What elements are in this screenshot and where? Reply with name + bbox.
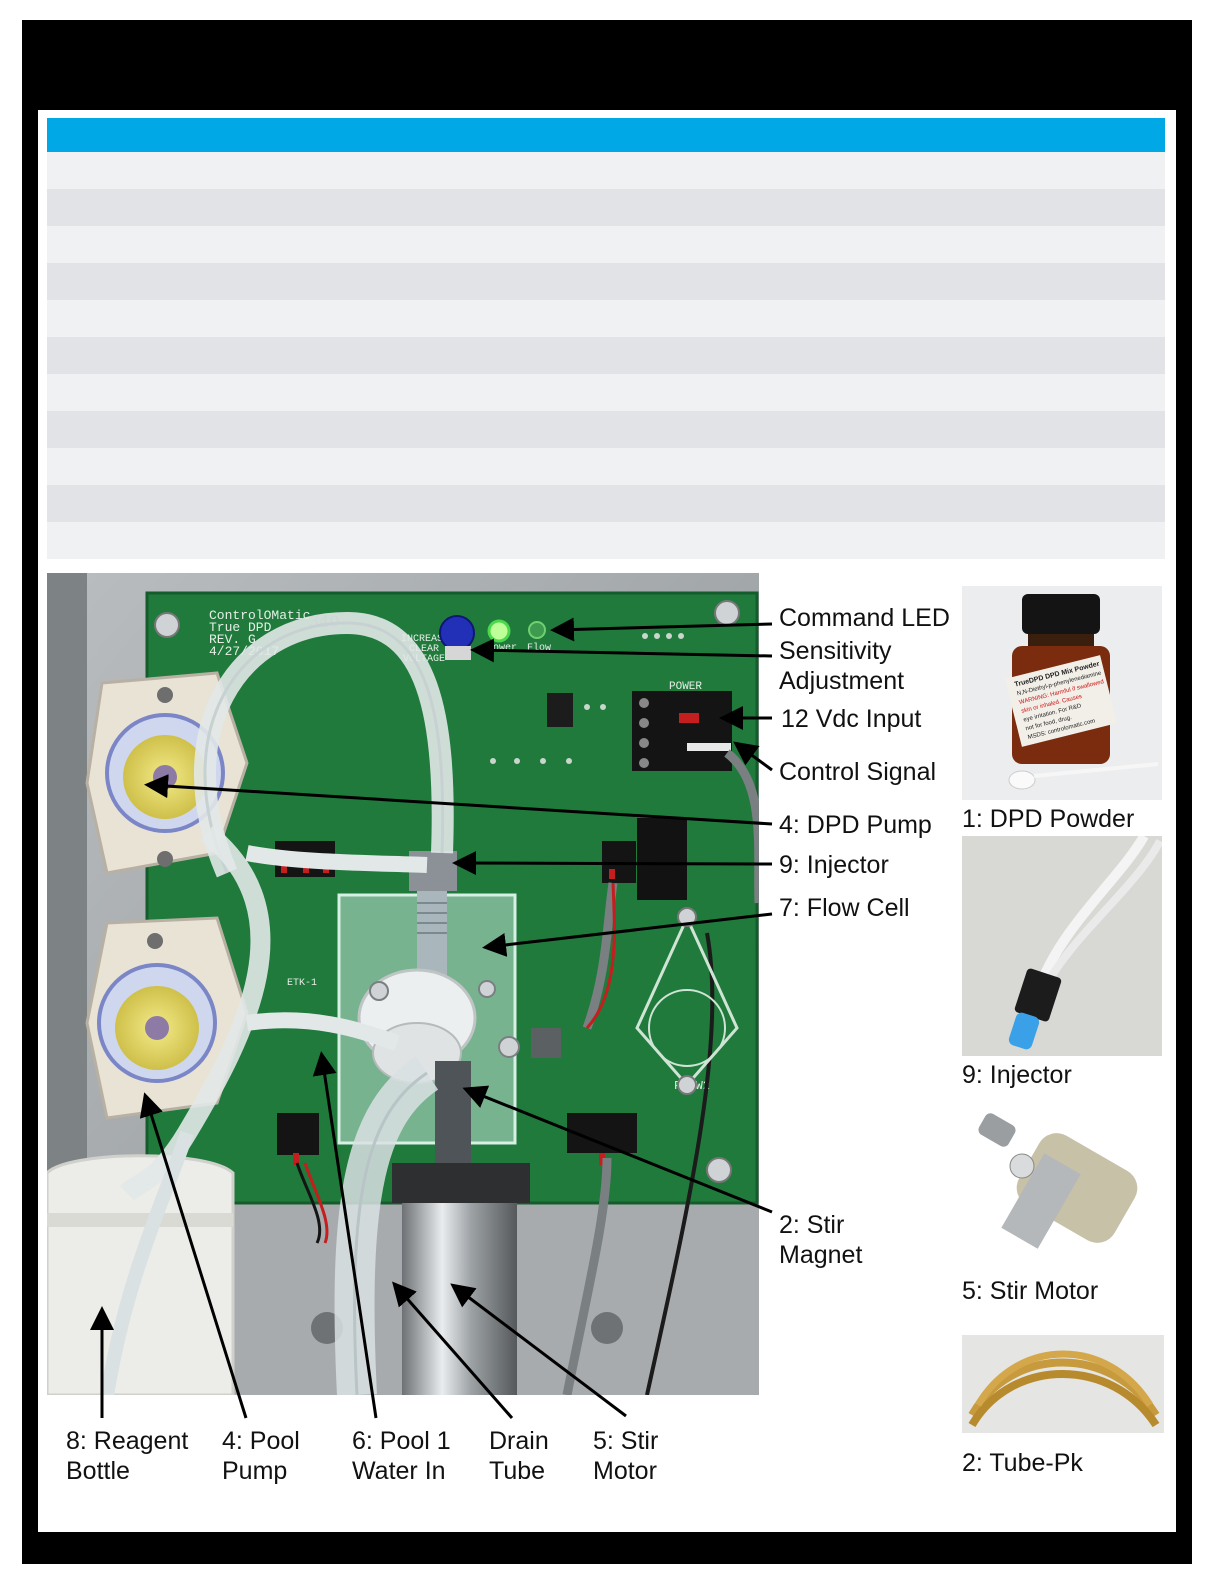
dpd-pump-callout: 4: DPD Pump <box>779 811 932 839</box>
command-led-callout: Command LED <box>779 604 950 632</box>
frame-right-band <box>1176 20 1192 1564</box>
sensitivity-callout: Sensitivity Adjustment <box>779 637 905 695</box>
spec-table-row <box>47 522 1165 559</box>
relay-block <box>637 818 687 900</box>
tube-pk-label: 2: Tube-Pk <box>962 1449 1083 1477</box>
reagent-bottle-callout: 8: Reagent Bottle <box>66 1427 189 1485</box>
spec-table-row <box>47 411 1165 448</box>
board-brand-line: True DPD <box>209 620 272 635</box>
spec-table-row <box>47 448 1165 485</box>
led-label-power: Power <box>487 643 517 654</box>
pool-water-callout: 6: Pool 1 Water In <box>352 1427 451 1485</box>
spec-table-row <box>47 226 1165 263</box>
spec-table <box>47 118 1165 559</box>
spec-table-row <box>47 300 1165 337</box>
spec-table-row <box>47 263 1165 300</box>
stir-motor-callout: 5: Stir Motor <box>593 1427 659 1485</box>
motor-shaft <box>978 1113 1016 1147</box>
voltage-label: CLEAR <box>409 644 439 655</box>
stir-magnet-callout: 2: Stir Magnet <box>779 1211 863 1269</box>
spec-table-row <box>47 374 1165 411</box>
spec-table-row <box>47 485 1165 522</box>
frame-left-band <box>22 20 38 1564</box>
led-label-flow: Flow <box>527 642 551 654</box>
injector-label: 9: Injector <box>962 1061 1072 1089</box>
measuring-spoon <box>1008 770 1036 790</box>
injector-tip <box>1008 1012 1040 1050</box>
analyzer-photo: ControlOMatic True DPD REV. G 4/27/2017 … <box>47 573 759 1395</box>
board-brand-line: ControlOMatic <box>209 608 310 623</box>
board-brand-line: REV. G <box>209 632 256 647</box>
stir-motor-photo <box>962 1108 1162 1268</box>
sensitivity-knob <box>439 615 475 651</box>
dpd-powder-label: 1: DPD Powder <box>962 805 1135 833</box>
frame-bottom-band <box>22 1532 1192 1564</box>
powder-bottle-cap <box>1022 594 1100 634</box>
etk-label: ETK-1 <box>287 978 317 989</box>
control-signal-callout: Control Signal <box>779 758 937 786</box>
tube-pk-photo <box>962 1335 1164 1433</box>
injector-body <box>1014 968 1062 1022</box>
dpd-powder-photo: TrueDPD DPD Mix Powder N,N-Diethyl-p-phe… <box>962 586 1162 800</box>
spec-table-row <box>47 337 1165 374</box>
spec-table-row <box>47 189 1165 226</box>
flow-led <box>528 621 546 639</box>
power-led <box>487 619 511 643</box>
spec-table-header <box>47 118 1165 152</box>
spec-table-row <box>47 152 1165 189</box>
stir-motor-label: 5: Stir Motor <box>962 1277 1099 1305</box>
drain-tube-callout: Drain Tube <box>489 1427 549 1485</box>
flow-cell-callout: 7: Flow Cell <box>779 894 910 922</box>
power-header-label: POWER <box>669 681 702 693</box>
stir-motor-body <box>402 1173 517 1395</box>
injector-callout: 9: Injector <box>779 851 889 879</box>
voltage-label: INCREASE <box>401 634 449 645</box>
pool-pump-callout: 4: Pool Pump <box>222 1427 300 1485</box>
frame-top-band <box>22 20 1192 110</box>
vdc-input-callout: 12 Vdc Input <box>781 705 922 733</box>
injector-photo <box>962 836 1162 1056</box>
